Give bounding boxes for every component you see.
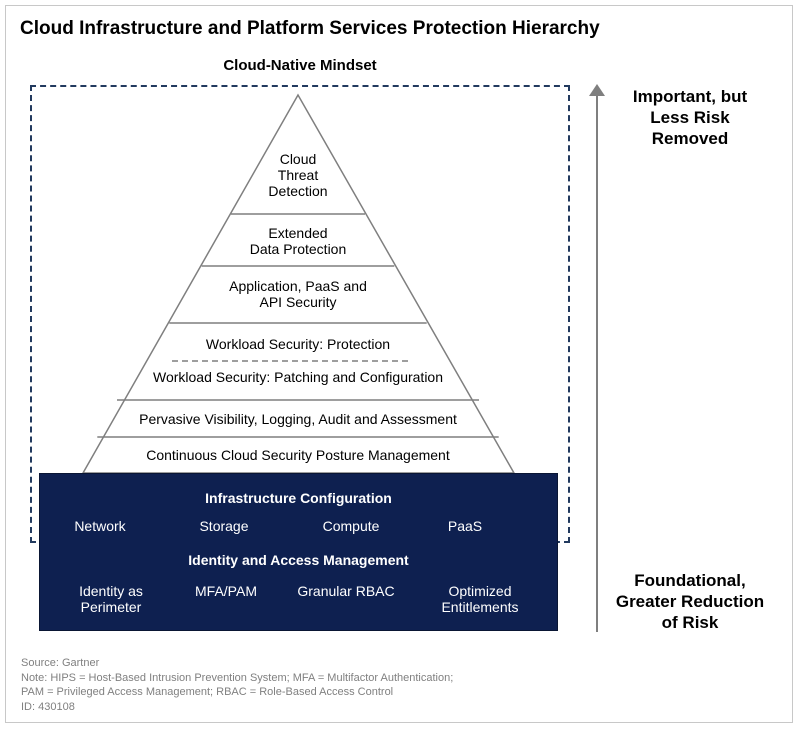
figure-frame (5, 5, 793, 723)
arrow-head (589, 84, 605, 96)
page-title: Cloud Infrastructure and Platform Servic… (20, 18, 600, 39)
note-line-2: PAM = Privileged Access Management; RBAC… (21, 686, 394, 698)
side-label-bottom: Foundational, Greater Reduction of Risk (615, 571, 765, 632)
note-line-1: Note: HIPS = Host-Based Intrusion Preven… (21, 671, 454, 684)
infra-item-paas: PaaS (447, 518, 483, 534)
iam-item-identity-as-perimeter: Identity as Perimeter (79, 583, 143, 615)
source-notes: Source: Gartner Note: HIPS = Host-Based … (21, 656, 453, 714)
layer-extended-data-protection: Extended Data Protection (249, 225, 347, 257)
mindset-label: Cloud-Native Mindset (223, 57, 377, 74)
source-line: Source: Gartner (21, 657, 100, 669)
layer-application-paas-api-security: Application, PaaS and API Security (229, 278, 367, 310)
infra-item-network: Network (74, 518, 126, 534)
infra-item-storage: Storage (199, 518, 249, 534)
infrastructure-configuration-heading: Infrastructure Configuration (205, 490, 392, 506)
identity-access-management-heading: Identity and Access Management (188, 552, 409, 568)
layer-workload-patching-configuration: Workload Security: Patching and Configur… (152, 369, 443, 385)
iam-item-mfa-pam: MFA/PAM (195, 583, 257, 599)
iam-item-optimized-entitlements: Optimized Entitlements (441, 583, 519, 615)
figure-id: ID: 430108 (21, 700, 75, 713)
foundation-block: Infrastructure Configuration Network Sto… (39, 473, 558, 631)
layer-visibility-logging-audit: Pervasive Visibility, Logging, Audit and… (139, 411, 457, 427)
iam-item-granular-rbac: Granular RBAC (297, 583, 395, 599)
infra-item-compute: Compute (322, 518, 380, 534)
side-label-top: Important, but Less Risk Removed (632, 87, 748, 148)
layer-workload-protection: Workload Security: Protection (205, 336, 391, 352)
layer-cloud-security-posture-management: Continuous Cloud Security Posture Manage… (146, 447, 450, 463)
risk-direction-arrow (589, 84, 605, 632)
layer-cloud-threat-detection: Cloud Threat Detection (268, 151, 328, 199)
